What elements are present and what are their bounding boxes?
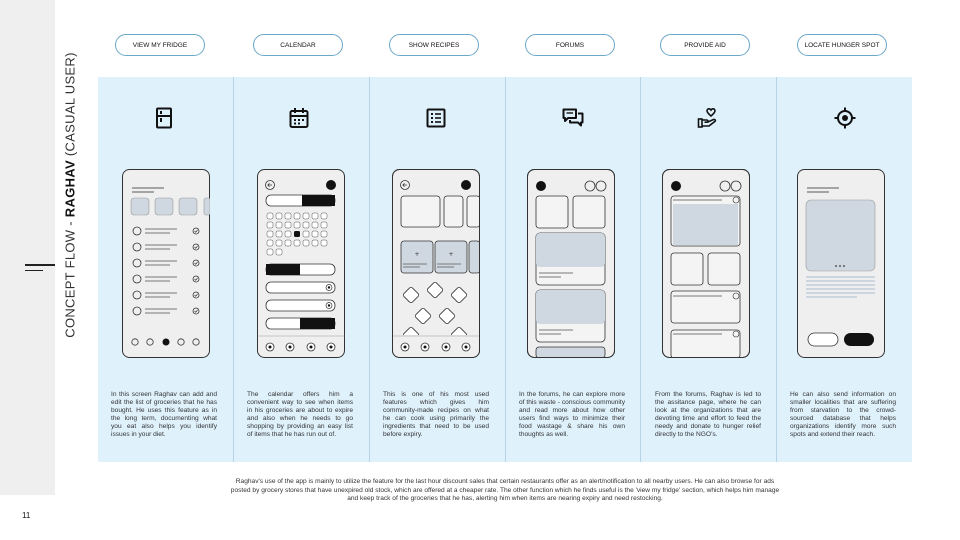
calendar-button[interactable]: CALENDAR: [253, 34, 343, 56]
sidebar-strip: [0, 0, 55, 495]
forum-icon: [562, 108, 584, 127]
phone-wireframe-recipes: + +: [392, 169, 480, 358]
forums-button[interactable]: FORUMS: [525, 34, 615, 56]
target-icon: [834, 107, 856, 129]
fridge-icon: [156, 107, 172, 129]
column-divider: [369, 77, 370, 462]
description-show-recipes: This is one of his most used features wh…: [383, 391, 489, 438]
column-divider: [233, 77, 234, 462]
phone-wireframe-calendar: [257, 169, 345, 358]
column-divider: [776, 77, 777, 462]
phone-wireframe-fridge: [122, 169, 210, 358]
decor-line: [25, 270, 43, 271]
list-icon: [426, 108, 446, 128]
description-provide-aid: From the forums, Raghav is led to the as…: [655, 391, 761, 438]
provide-aid-button[interactable]: PROVIDE AID: [660, 34, 750, 56]
phone-wireframe-provide-aid: [662, 169, 750, 358]
calendar-icon: [289, 108, 309, 128]
footer-summary: Raghav's use of the app is mainly to uti…: [230, 478, 780, 503]
column-divider: [640, 77, 641, 462]
show-recipes-button[interactable]: SHOW RECIPES: [389, 34, 479, 56]
page-number: 11: [22, 511, 31, 520]
decor-line: [25, 264, 55, 266]
phone-wireframe-forums: [527, 169, 615, 358]
description-forums: In the forums, he can explore more of th…: [519, 391, 625, 438]
view-my-fridge-button[interactable]: VIEW MY FRIDGE: [115, 34, 205, 56]
svg-text:+: +: [414, 251, 419, 258]
heart-hand-icon: [697, 107, 717, 128]
svg-text:+: +: [448, 251, 453, 258]
description-locate-hunger-spot: He can also send information on smaller …: [790, 391, 896, 438]
phone-wireframe-locate-hunger-spot: [797, 169, 885, 358]
column-divider: [505, 77, 506, 462]
locate-hunger-spot-button[interactable]: LOCATE HUNGER SPOT: [797, 34, 887, 56]
description-calendar: The calendar offers him a convenient way…: [247, 391, 353, 438]
description-view-my-fridge: In this screen Raghav can add and edit t…: [111, 391, 217, 438]
